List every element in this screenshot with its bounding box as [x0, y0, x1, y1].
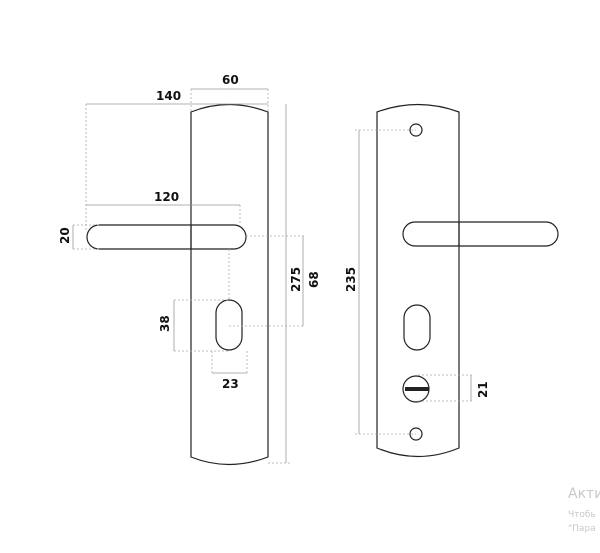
- dim-lever-length-label: 120: [154, 190, 179, 204]
- dim-turn-knob-label: 21: [476, 381, 490, 398]
- left-lever: [86, 224, 247, 250]
- activation-watermark-line1: Чтобь: [568, 510, 596, 520]
- dim-screw-spacing-label: 235: [344, 267, 358, 292]
- activation-watermark-line2: "Пара: [568, 524, 596, 534]
- dim-handle-reach-label: 140: [156, 89, 181, 103]
- left-plate-outline: [190, 103, 269, 466]
- left-handle-assembly: [86, 103, 269, 466]
- dim-keyhole-width-label: 23: [222, 377, 239, 391]
- right-keyhole: [403, 304, 431, 351]
- activation-watermark-title: Акти: [568, 486, 600, 502]
- dim-lever-to-keyhole-label: 68: [307, 271, 321, 288]
- right-lever: [402, 221, 559, 247]
- dim-plate-height-label: 275: [289, 267, 303, 292]
- left-keyhole: [215, 299, 243, 351]
- right-dimension-lines: [355, 129, 473, 435]
- left-dimension-lines: [72, 88, 305, 464]
- dim-plate-width-label: 60: [222, 73, 239, 87]
- dim-keyhole-height-label: 38: [158, 315, 172, 332]
- right-plate-outline: [376, 103, 460, 458]
- right-handle-assembly: [376, 103, 559, 458]
- dim-lever-diameter-label: 20: [58, 227, 72, 244]
- bottom-screw-hole: [409, 427, 423, 441]
- top-screw-hole: [409, 123, 423, 137]
